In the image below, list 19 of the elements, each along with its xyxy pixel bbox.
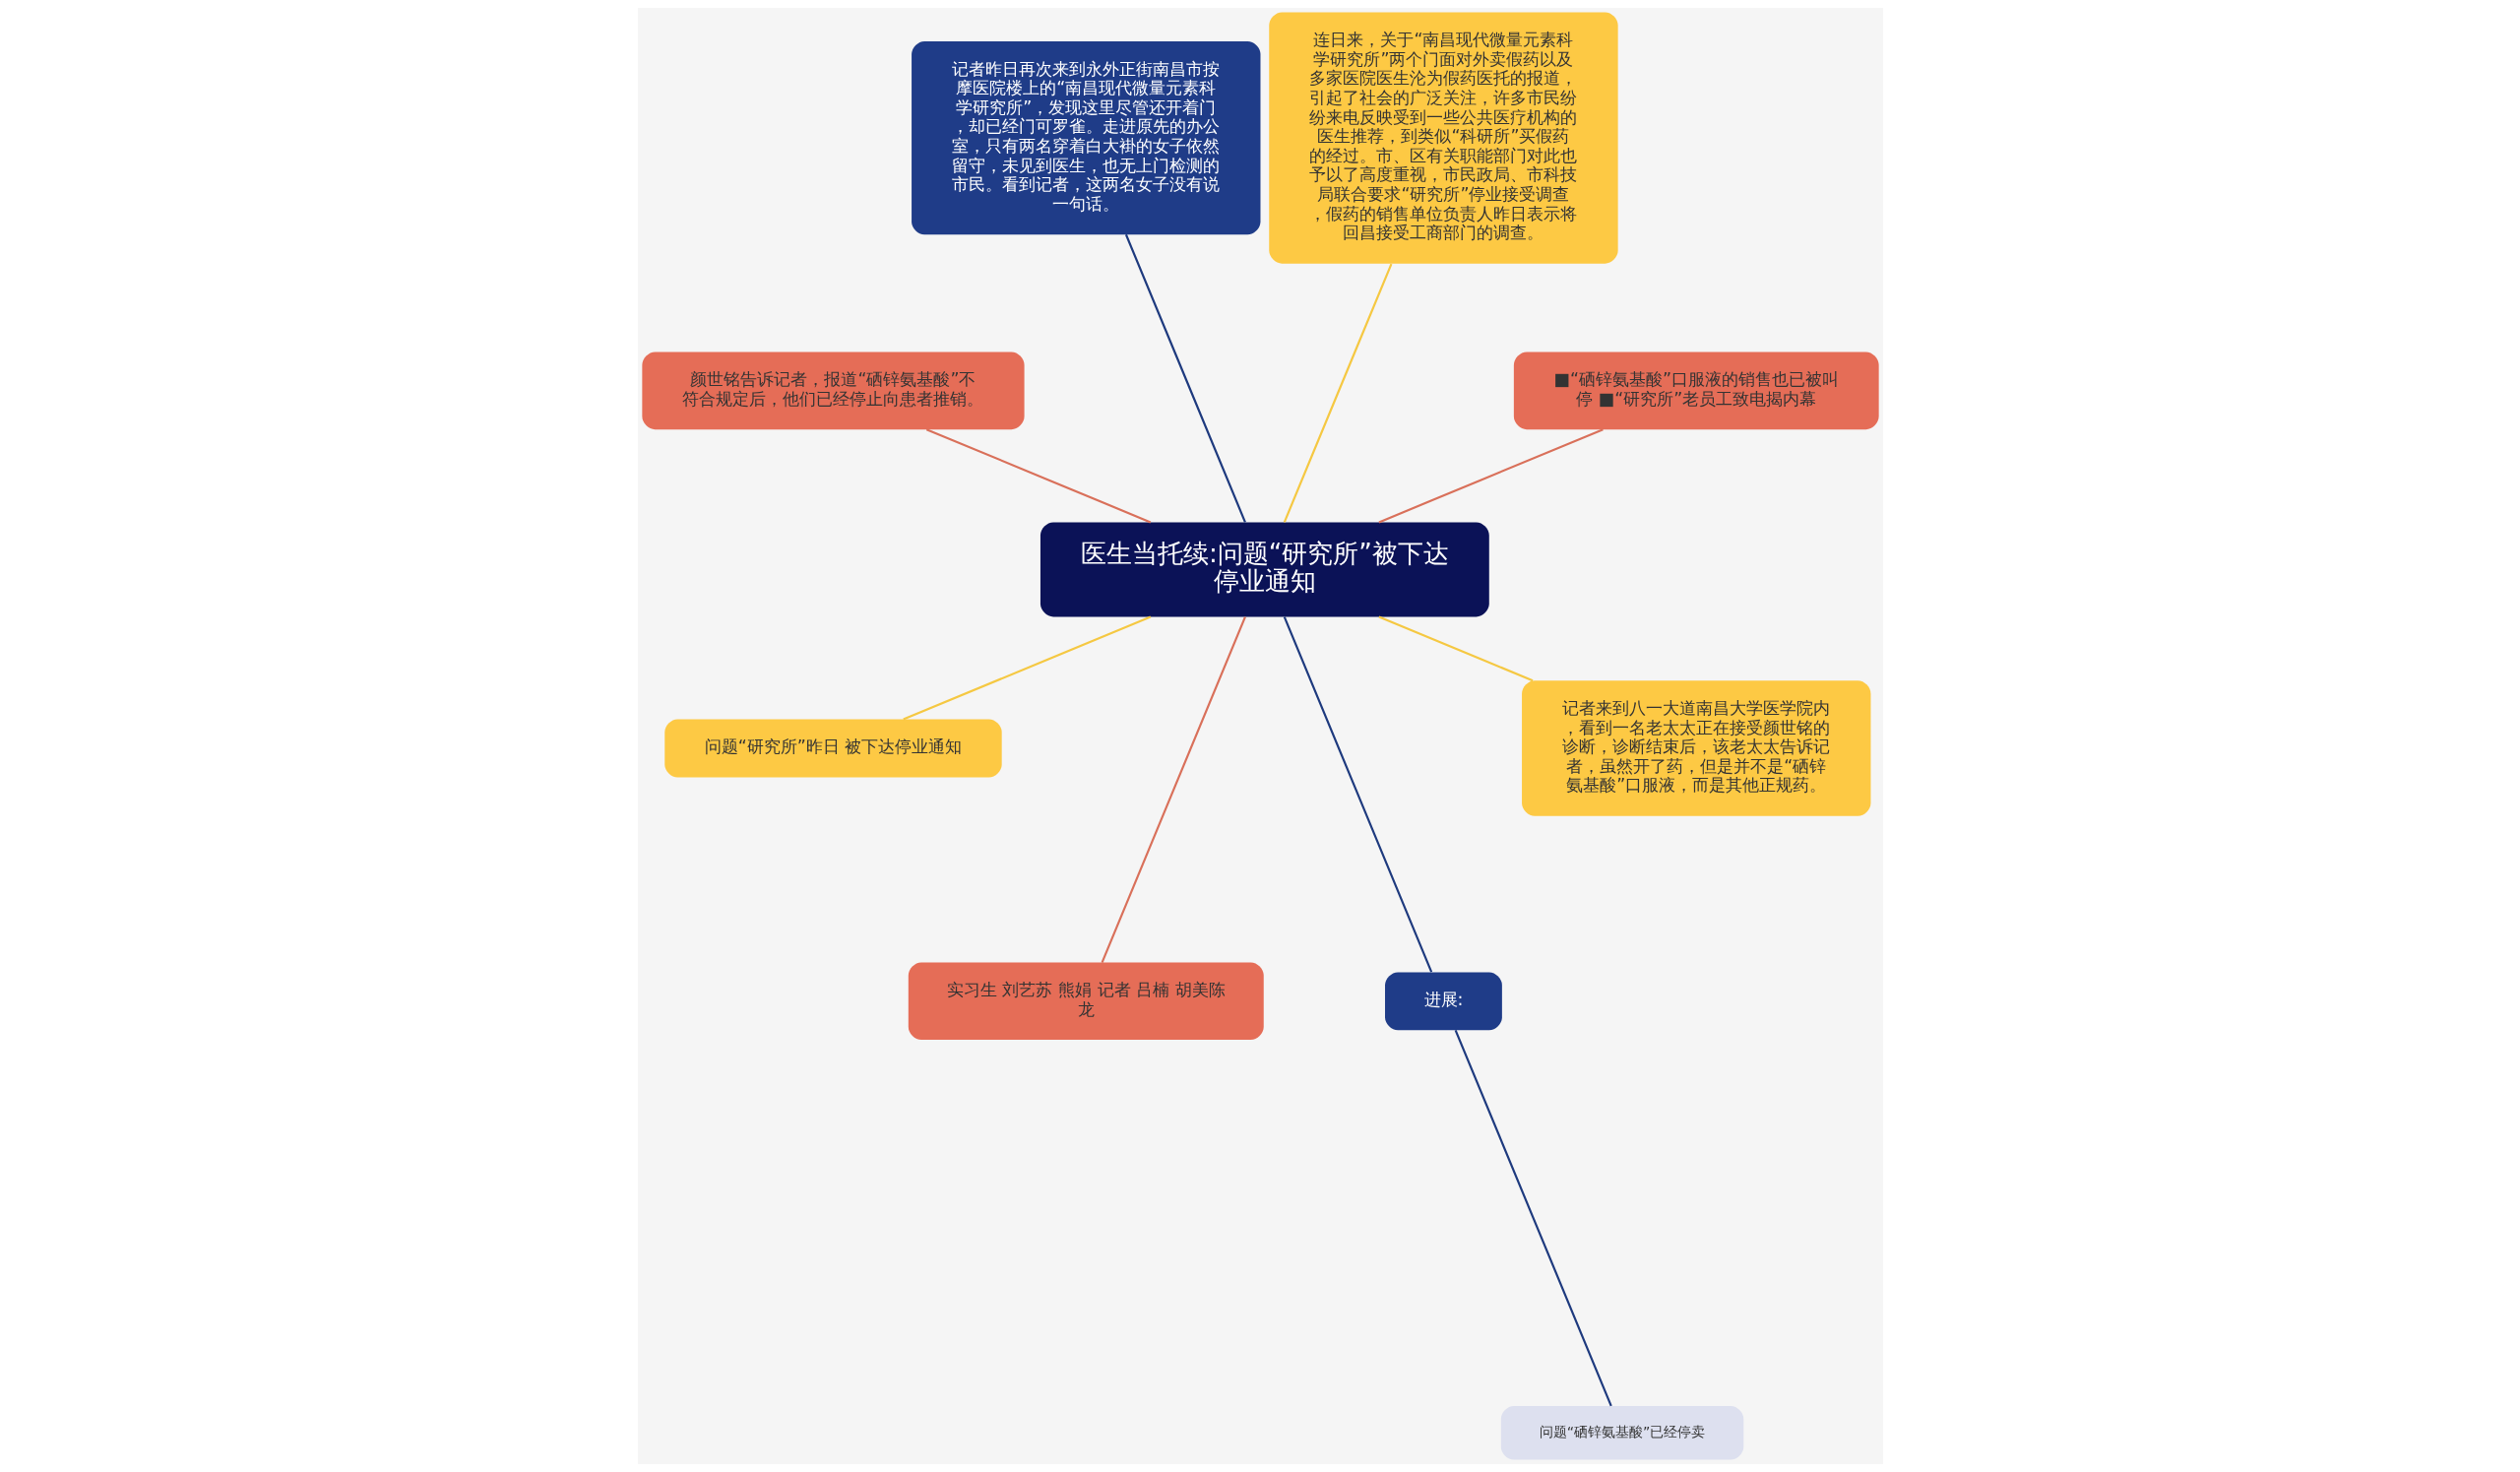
connector bbox=[1283, 263, 1392, 523]
node-box: 颜世铭告诉记者，报道“硒锌氨基酸”不符合规定后，他们已经停止向患者推销。 bbox=[641, 352, 1025, 430]
connector bbox=[1124, 233, 1246, 523]
node-box: 问题“硒锌氨基酸”已经停卖 bbox=[1500, 1406, 1743, 1460]
node-box: 进展: bbox=[1384, 972, 1502, 1031]
connector bbox=[1283, 616, 1432, 973]
connector bbox=[1454, 1029, 1612, 1407]
connector bbox=[902, 615, 1151, 721]
connector bbox=[1101, 616, 1246, 963]
connector bbox=[1378, 615, 1533, 682]
node-box: 问题“研究所”昨日 被下达停业通知 bbox=[663, 719, 1002, 778]
node-box: 连日来，关于“南昌现代微量元素科学研究所”两个门面对外卖假药以及多家医院医生沦为假药医托的报道，引起了社会的广泛关注，许多市民纷纷来电反映受到一些公共医疗机构的医生推荐，到类似“科研所”买假药的经过。市、区有关职能部门对此也予以了高度重视，市民政局、市科技局联合要求“研究所”停业接受调查，假药的销售单位负责人昨日表示将回昌接受工商部门的调查。 bbox=[1268, 12, 1618, 264]
node-box: 实习生 刘艺苏 熊娟 记者 吕楠 胡美陈龙 bbox=[908, 962, 1264, 1041]
node-box: 医生当托续:问题“研究所”被下达停业通知 bbox=[1040, 522, 1489, 617]
node-box: 记者昨日再次来到永外正街南昌市按摩医院楼上的“南昌现代微量元素科学研究所”，发现这里尽管还开着门，却已经门可罗雀。走进原先的办公室，只有两名穿着白大褂的女子依然留守，未见到医生，也无上门检测的市民。看到记者，这两名女子没有说一句话。 bbox=[911, 40, 1260, 235]
node-box: ■“硒锌氨基酸”口服液的销售也已被叫停 ■“研究所”老员工致电揭内幕 bbox=[1513, 352, 1879, 430]
connector bbox=[925, 428, 1151, 524]
connector bbox=[1378, 428, 1604, 524]
node-box: 记者来到八一大道南昌大学医学院内，看到一名老太太正在接受颜世铭的诊断，诊断结束后，该老太太告诉记者，虽然开了药，但是并不是“硒锌氨基酸”口服液，而是其他正规药。 bbox=[1521, 680, 1870, 816]
